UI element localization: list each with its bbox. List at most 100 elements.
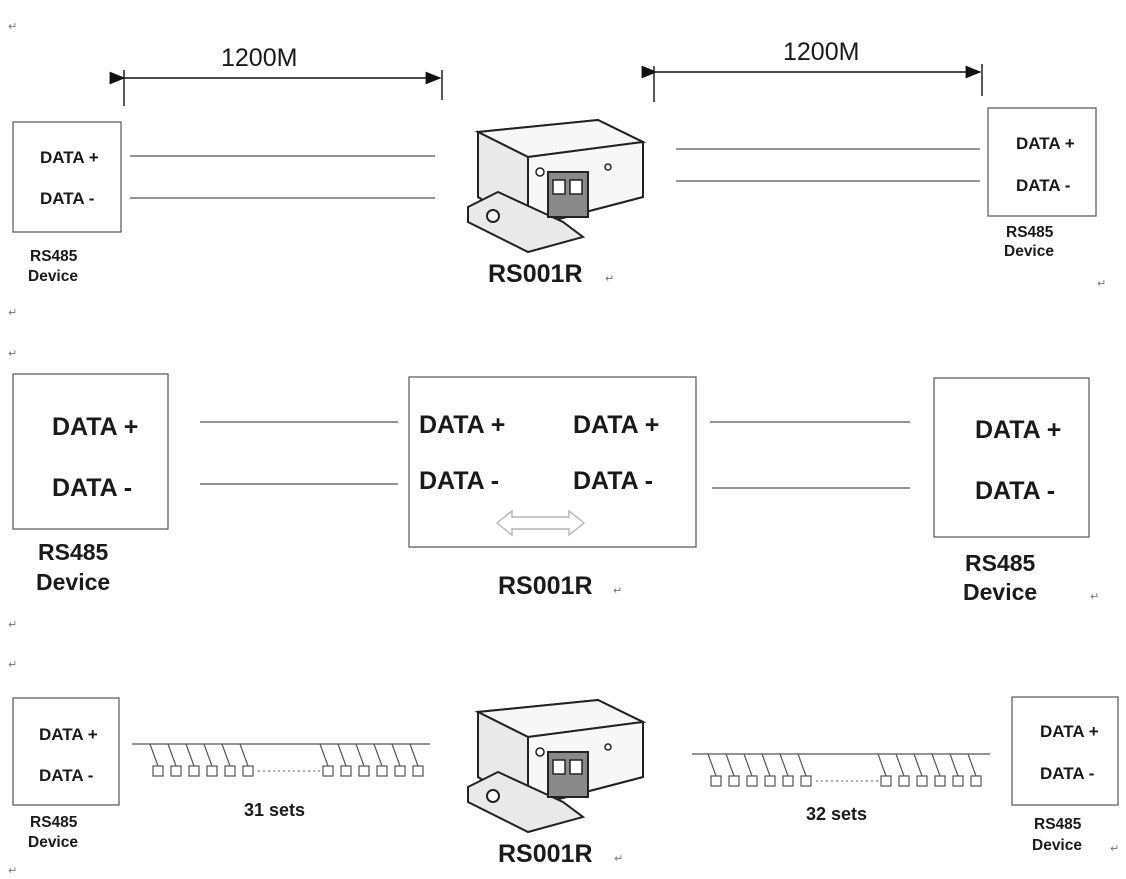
device-label-line1: RS485	[1034, 816, 1082, 833]
node-square-icon	[934, 775, 946, 787]
sets-label: 31 sets	[244, 800, 305, 820]
bus-tap-line	[913, 753, 923, 777]
bus-tap-line	[239, 743, 249, 767]
device-label-line2: Device	[28, 834, 78, 851]
node-square-icon	[170, 765, 182, 777]
node-square-icon	[782, 775, 794, 787]
device-label-line2: Device	[36, 569, 110, 595]
device-label-line1: RS485	[38, 539, 109, 565]
bus-node-group	[707, 753, 982, 787]
device-label-line2: Device	[28, 268, 78, 285]
data-plus-label: DATA +	[39, 725, 98, 744]
section-3: DATA + DATA - RS485 Device 31 sets RS001…	[8, 696, 1119, 877]
rs001r-unit-image	[467, 699, 644, 833]
data-plus-label: DATA +	[40, 148, 99, 167]
bus-tap-line	[895, 753, 905, 777]
node-square-icon	[746, 775, 758, 787]
bus-tap-line	[391, 743, 401, 767]
bus-tap-line	[167, 743, 177, 767]
paragraph-mark: ↵	[614, 853, 623, 865]
bus-tap-line	[337, 743, 347, 767]
bus-tap-line	[707, 753, 717, 777]
node-square-icon	[322, 765, 334, 777]
rs001r-unit-image	[467, 119, 644, 253]
device-label-line1: RS485	[965, 550, 1036, 576]
node-square-icon	[340, 765, 352, 777]
bus-tap-line	[761, 753, 771, 777]
node-square-icon	[394, 765, 406, 777]
distance-label-left: 1200M	[221, 44, 297, 72]
data-plus-label: DATA +	[52, 413, 138, 441]
data-minus-label: DATA -	[1016, 176, 1070, 195]
bus-tap-line	[221, 743, 231, 767]
paragraph-mark: ↵	[8, 659, 17, 671]
device-label-line2: Device	[1032, 837, 1082, 854]
node-square-icon	[206, 765, 218, 777]
rs485-device-box	[12, 697, 120, 806]
node-square-icon	[358, 765, 370, 777]
bus-tap-line	[797, 753, 807, 777]
paragraph-mark: ↵	[1110, 843, 1119, 855]
device-label-line2: Device	[1004, 243, 1054, 260]
rs485-device-box	[987, 107, 1097, 217]
bus-tap-line	[931, 753, 941, 777]
section-2: DATA + DATA - RS485 Device DATA + DATA -…	[8, 373, 1099, 671]
bus-tap-line	[319, 743, 329, 767]
section-1: ↵ 1200M 1200M DATA + DATA - RS485 Device…	[8, 21, 1106, 360]
node-square-icon	[916, 775, 928, 787]
paragraph-mark: ↵	[1097, 278, 1106, 290]
data-plus-label: DATA +	[1040, 722, 1099, 741]
paragraph-mark: ↵	[1090, 591, 1099, 603]
device-label-line1: RS485	[1006, 224, 1054, 241]
product-label: RS001R	[488, 260, 583, 288]
node-square-icon	[224, 765, 236, 777]
bus-tap-line	[203, 743, 213, 767]
bus-tap-line	[967, 753, 977, 777]
bus-tap-line	[725, 753, 735, 777]
paragraph-mark: ↵	[613, 585, 622, 597]
data-plus-label: DATA +	[573, 411, 659, 439]
paragraph-mark: ↵	[8, 865, 17, 877]
data-minus-label: DATA -	[1040, 764, 1094, 783]
device-label-line1: RS485	[30, 248, 78, 265]
data-minus-label: DATA -	[975, 477, 1055, 505]
bus-tap-line	[355, 743, 365, 767]
data-minus-label: DATA -	[419, 467, 499, 495]
paragraph-mark: ↵	[605, 273, 614, 285]
paragraph-mark: ↵	[8, 21, 17, 33]
node-square-icon	[242, 765, 254, 777]
node-square-icon	[412, 765, 424, 777]
data-minus-label: DATA -	[39, 766, 93, 785]
data-minus-label: DATA -	[573, 467, 653, 495]
data-plus-label: DATA +	[1016, 134, 1075, 153]
node-square-icon	[952, 775, 964, 787]
bus-tap-line	[949, 753, 959, 777]
product-label: RS001R	[498, 572, 593, 600]
node-square-icon	[710, 775, 722, 787]
paragraph-mark: ↵	[8, 348, 17, 360]
paragraph-mark: ↵	[8, 307, 17, 319]
bus-tap-line	[877, 753, 887, 777]
node-square-icon	[898, 775, 910, 787]
bus-tap-line	[743, 753, 753, 777]
rs485-device-box	[933, 377, 1090, 538]
device-label-line2: Device	[963, 579, 1037, 605]
rs485-device-box	[12, 373, 169, 530]
device-label-line1: RS485	[30, 814, 78, 831]
node-square-icon	[188, 765, 200, 777]
node-square-icon	[152, 765, 164, 777]
bus-tap-line	[149, 743, 159, 767]
data-minus-label: DATA -	[40, 189, 94, 208]
rs485-device-box	[12, 121, 122, 233]
data-plus-label: DATA +	[419, 411, 505, 439]
bus-tap-line	[373, 743, 383, 767]
bus-tap-line	[185, 743, 195, 767]
rs485-device-box	[1011, 696, 1119, 806]
distance-label-right: 1200M	[783, 38, 859, 66]
node-square-icon	[376, 765, 388, 777]
bus-tap-line	[779, 753, 789, 777]
product-label: RS001R	[498, 840, 593, 868]
node-square-icon	[764, 775, 776, 787]
data-minus-label: DATA -	[52, 474, 132, 502]
